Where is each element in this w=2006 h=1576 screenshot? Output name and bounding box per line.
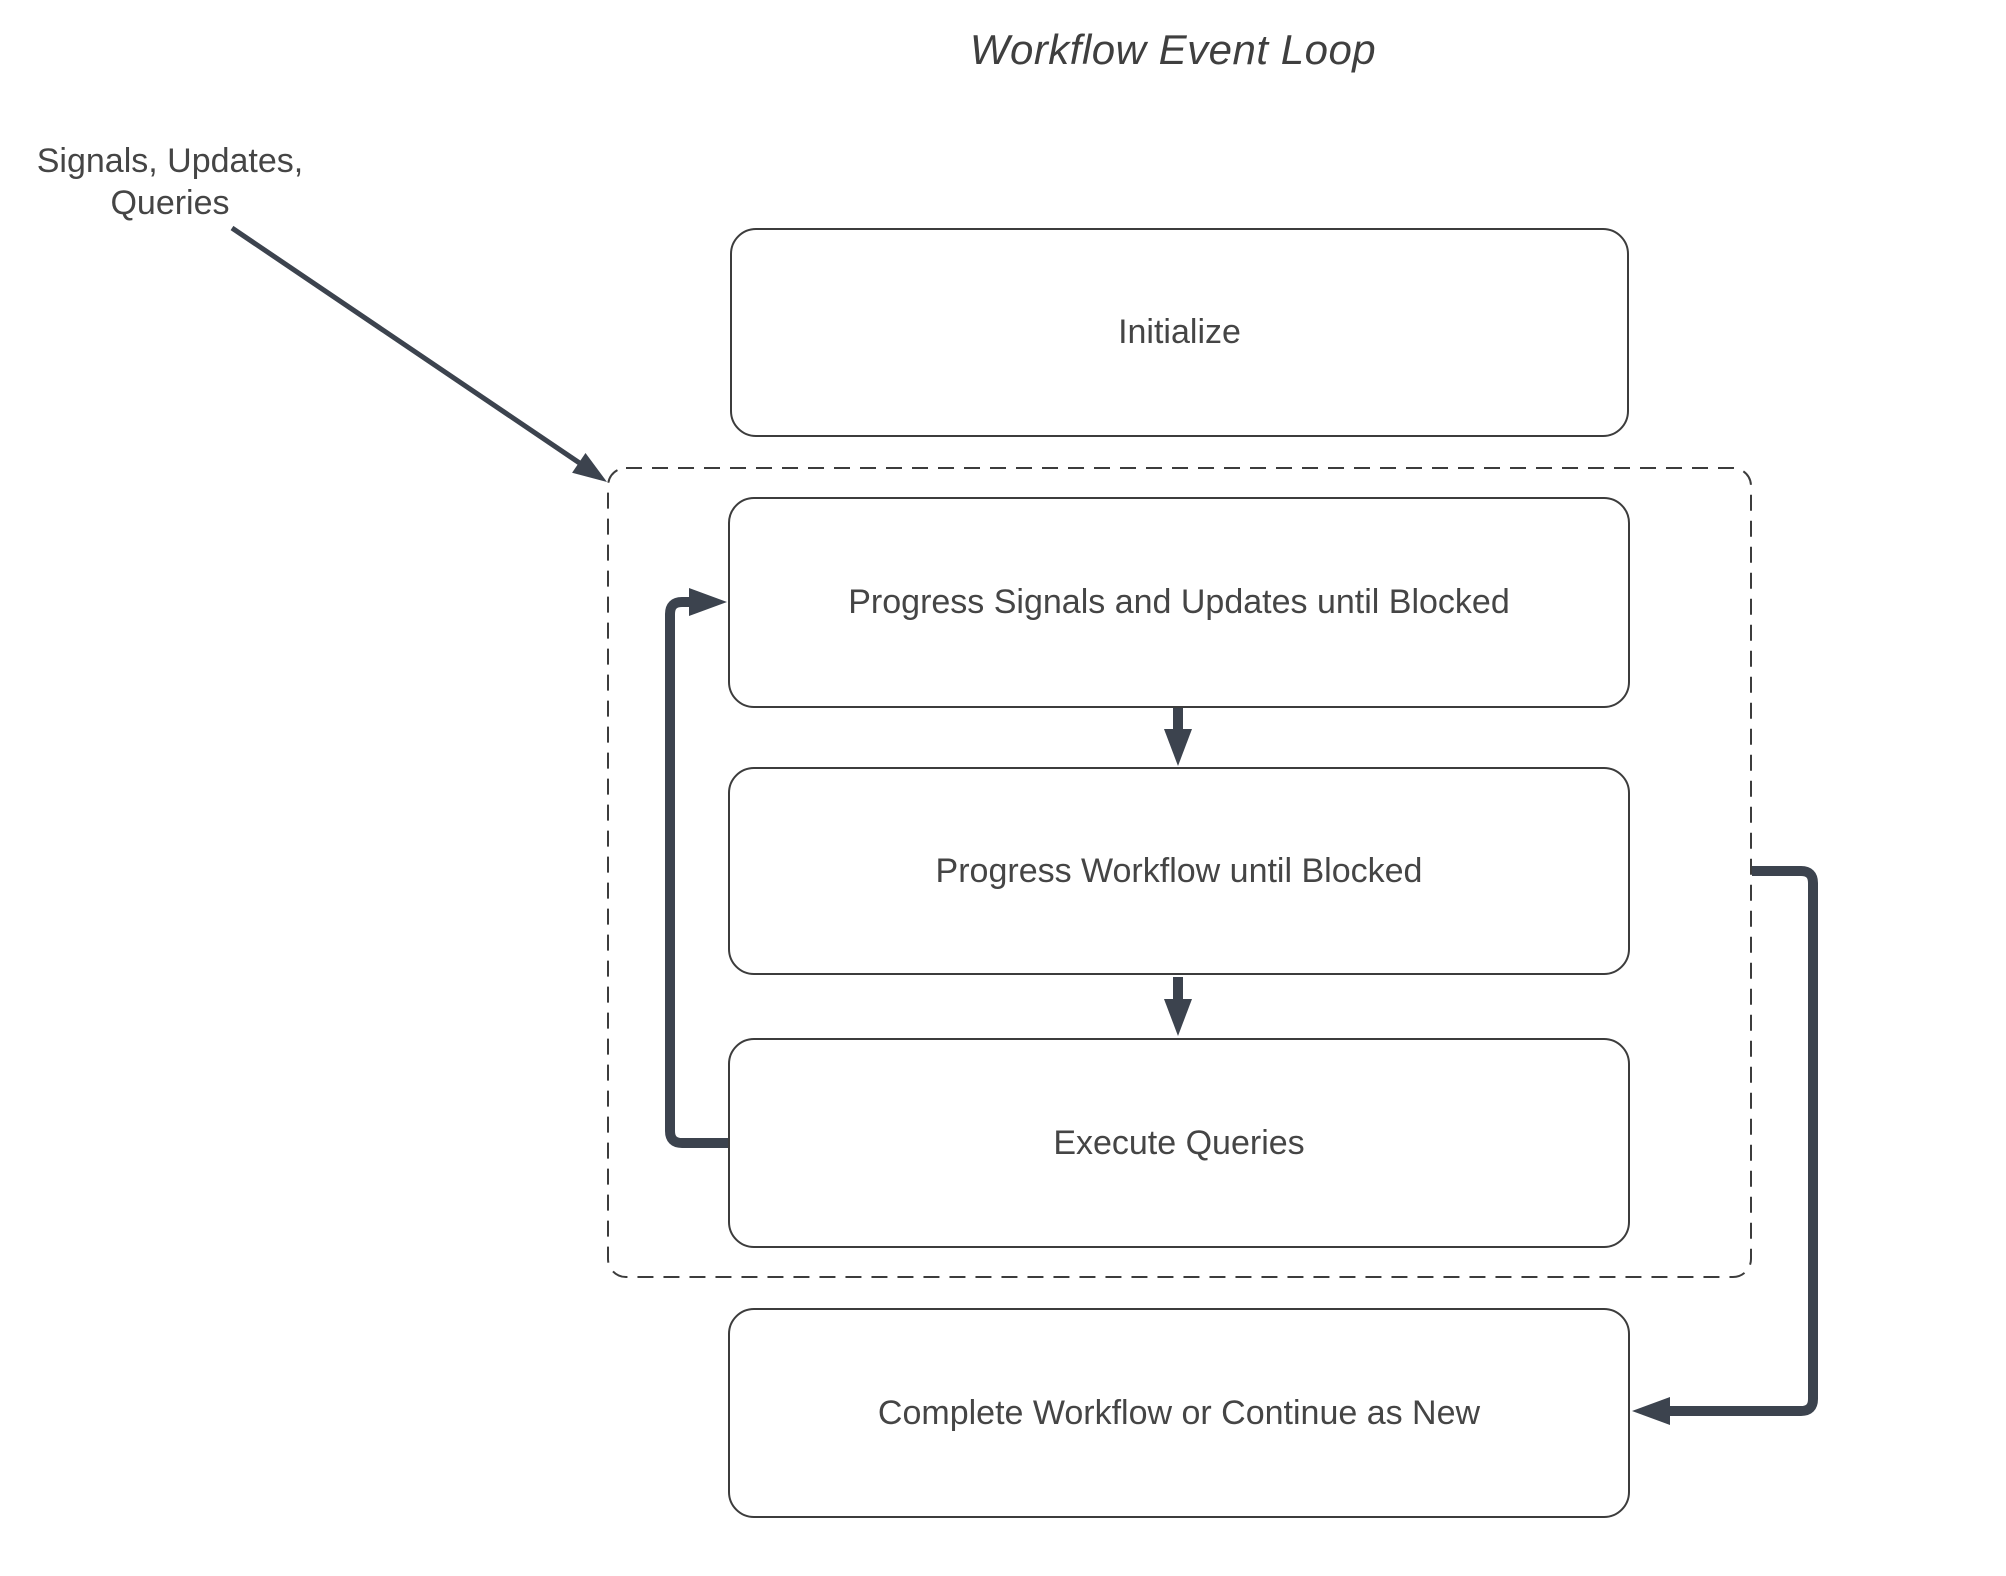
node-complete: Complete Workflow or Continue as New xyxy=(728,1308,1630,1518)
node-progress-signals-label: Progress Signals and Updates until Block… xyxy=(848,583,1510,621)
loop-back-arrow-path xyxy=(665,597,728,1148)
signals-input-arrowhead-icon xyxy=(572,453,607,482)
loop-back-arrowhead-icon xyxy=(689,588,727,616)
continue-arrow-path xyxy=(1669,866,1818,1416)
node-execute-queries-label: Execute Queries xyxy=(1053,1123,1305,1162)
down-arrow-workflow-to-queries xyxy=(1164,977,1192,1036)
node-progress-workflow: Progress Workflow until Blocked xyxy=(728,767,1630,975)
down-arrow-signals-to-workflow xyxy=(1164,708,1192,766)
node-progress-signals: Progress Signals and Updates until Block… xyxy=(728,497,1630,708)
external-input-label-line1: Signals, Updates, xyxy=(36,142,304,180)
node-execute-queries: Execute Queries xyxy=(728,1038,1630,1248)
node-initialize: Initialize xyxy=(730,228,1629,437)
continue-arrowhead-icon xyxy=(1632,1397,1670,1425)
down-arrow-1-arrowhead-icon xyxy=(1164,729,1192,766)
external-input-label: Signals, Updates, Queries xyxy=(20,140,320,224)
down-arrow-2-arrowhead-icon xyxy=(1164,999,1192,1036)
signals-input-arrow xyxy=(230,225,607,482)
node-complete-label: Complete Workflow or Continue as New xyxy=(877,1393,1481,1432)
loop-back-arrow xyxy=(665,588,728,1148)
signals-input-arrow-line xyxy=(230,225,583,467)
continue-arrow xyxy=(1632,866,1818,1425)
diagram-title: Workflow Event Loop xyxy=(969,26,1377,73)
external-input-label-line2: Queries xyxy=(110,184,230,222)
node-progress-workflow-label: Progress Workflow until Blocked xyxy=(935,851,1423,890)
node-initialize-label: Initialize xyxy=(1118,313,1241,351)
